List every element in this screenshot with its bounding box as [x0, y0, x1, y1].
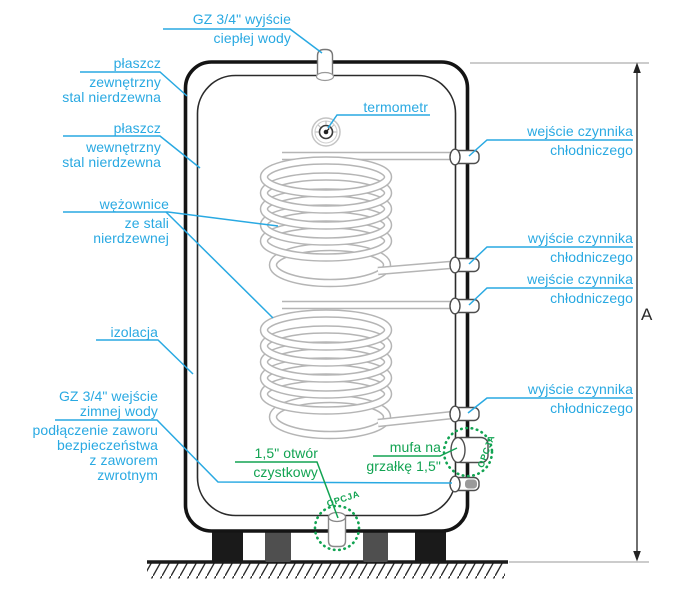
label-cold-water-in: GZ 3/4" wejście zimnej wody podłączenie … — [32, 388, 158, 483]
label-thermometer: termometr — [363, 99, 428, 115]
label-refrigerant-out-mid: wyjście czynnika chłodniczego — [527, 230, 633, 265]
dimension-label-a: A — [641, 305, 653, 324]
label-hot-water-out: GZ 3/4" wyjście ciepłej wody — [192, 11, 291, 46]
ground-line — [147, 560, 508, 579]
label-heater-sleeve: mufa na grzałkę 1,5" — [366, 439, 441, 474]
leader-refrigerant-out-bottom — [467, 397, 633, 414]
foot — [415, 530, 446, 562]
upper-coil — [259, 151, 463, 288]
leader-refrigerant-in-top — [468, 139, 633, 157]
label-refrigerant-in-mid: wejście czynnika chłodniczego — [527, 271, 633, 306]
leader-insulation — [96, 339, 194, 375]
leader-coil-lower — [165, 211, 274, 319]
label-refrigerant-out-bottom: wyjście czynnika chłodniczego — [527, 381, 633, 416]
leader-heater-sleeve — [373, 447, 458, 457]
cleanout-pipe — [327, 511, 347, 548]
option-circle-cleanout — [313, 504, 361, 552]
thermometer-gauge-icon — [311, 117, 341, 147]
leader-outer-shell — [80, 71, 188, 97]
hot-water-outlet-pipe — [315, 48, 335, 82]
leader-inner-shell — [63, 135, 201, 169]
dimension-line-a — [470, 62, 649, 563]
leader-refrigerant-out-mid — [468, 246, 633, 265]
leader-refrigerant-in-mid — [468, 287, 633, 306]
leader-hot-water-out — [163, 28, 323, 54]
label-insulation: izolacja — [110, 324, 158, 340]
leader-coil-upper — [63, 211, 279, 227]
foot — [212, 530, 243, 562]
option-markers — [235, 426, 494, 552]
refrigerant-outlet-bottom-pipe — [449, 405, 480, 423]
foot — [265, 530, 291, 562]
label-cleanout: 1,5" otwór czystkowy — [253, 445, 318, 480]
leader-cold-water-in — [55, 419, 453, 484]
label-inner-shell: płaszcz wewnętrzny stal nierdzewna — [62, 120, 161, 170]
label-refrigerant-in-top: wejście czynnika chłodniczego — [527, 123, 633, 158]
foot — [363, 530, 388, 562]
label-coils: wężownice ze stali nierdzewnej — [93, 196, 169, 246]
label-outer-shell: płaszcz zewnętrzny stal nierdzewna — [62, 55, 161, 105]
option-circle-heater-sleeve — [442, 426, 494, 478]
lower-coil — [259, 300, 463, 440]
heater-sleeve-fitting — [450, 436, 489, 464]
tank-feet — [212, 530, 446, 562]
leader-lines — [55, 28, 633, 484]
cold-water-inlet-pipe — [449, 475, 480, 493]
leader-thermometer — [327, 114, 430, 129]
leader-cleanout — [235, 461, 339, 519]
